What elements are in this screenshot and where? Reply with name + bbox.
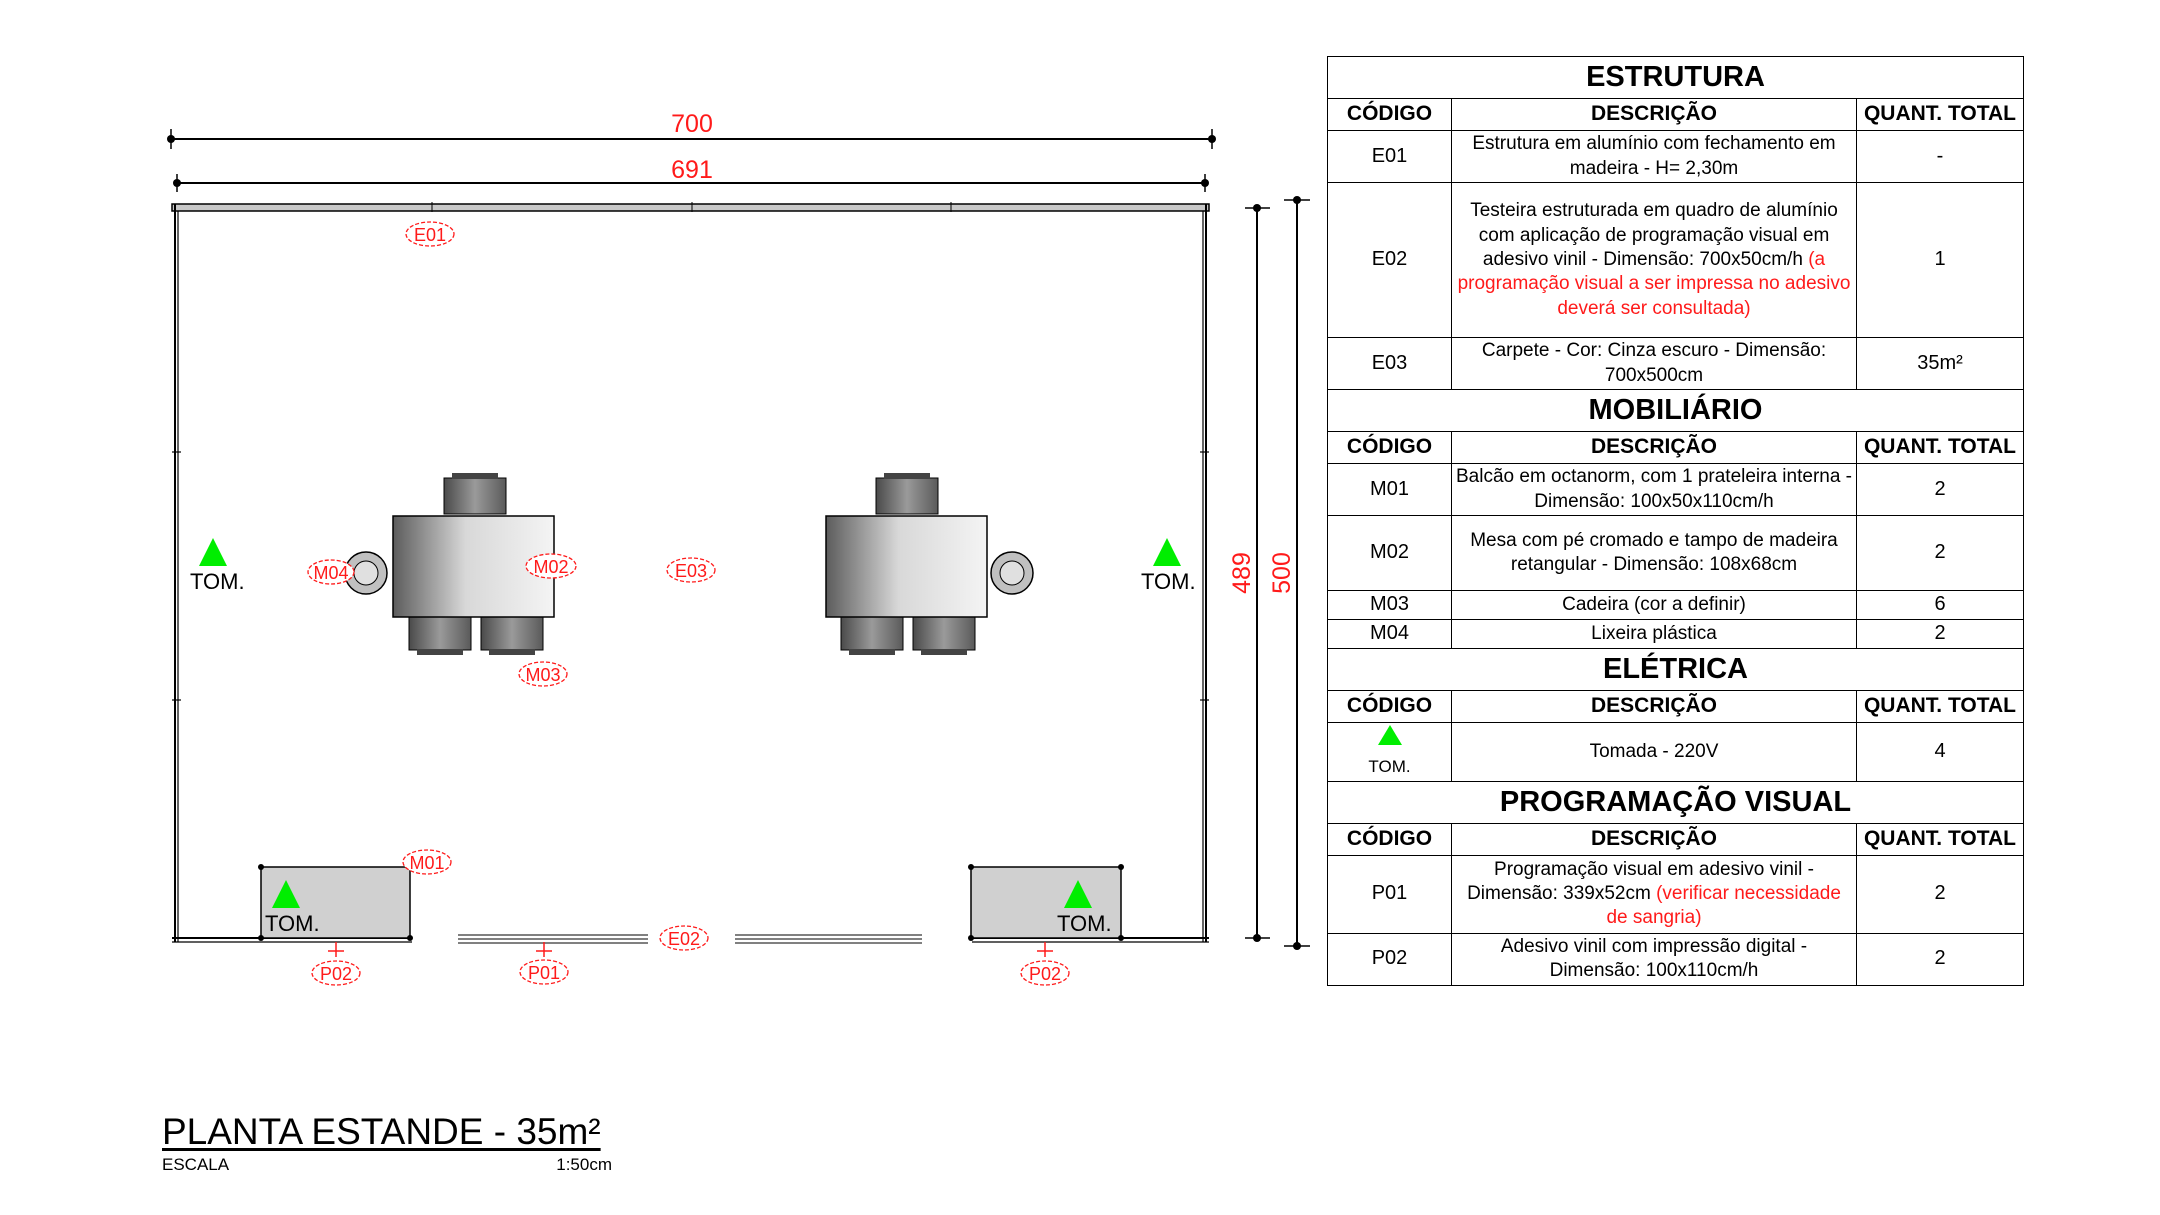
header-codigo: CÓDIGO: [1327, 98, 1452, 132]
svg-text:M02: M02: [533, 557, 568, 577]
tag-m01: M01: [402, 849, 452, 875]
dimension-500-label: 500: [1268, 552, 1296, 594]
floor-plan: 700 691 489 500: [167, 110, 1310, 986]
tag-p01: P01: [519, 942, 569, 985]
scale-value: 1:50cm: [556, 1155, 612, 1174]
svg-text:E02: E02: [668, 929, 700, 949]
svg-text:E03: E03: [675, 561, 707, 581]
svg-text:P02: P02: [1029, 964, 1061, 984]
svg-text:P01: P01: [528, 963, 560, 983]
chair-icon: [840, 613, 904, 651]
svg-text:TOM.: TOM.: [265, 911, 320, 936]
note-text: (a programação visual a ser impressa no …: [1457, 248, 1851, 319]
tag-e03: E03: [666, 557, 716, 583]
outlet-triangle-icon: [272, 880, 300, 908]
scale-label: ESCALA: [162, 1155, 230, 1174]
section-title-mobiliario: MOBILIÁRIO: [1327, 389, 2024, 433]
svg-text:M04: M04: [313, 563, 348, 583]
scale-row: ESCALA 1:50cm: [162, 1155, 612, 1175]
svg-text:E01: E01: [414, 225, 446, 245]
table-row: TOM. Tomada - 220V 4: [1327, 722, 2024, 782]
table-row: P02 Adesivo vinil com impressão digital …: [1327, 932, 2024, 986]
chair-icon: [443, 477, 507, 515]
section-title-programacao: PROGRAMAÇÃO VISUAL: [1327, 780, 2024, 824]
dimension-489-label: 489: [1228, 552, 1256, 594]
table-row: E03 Carpete - Cor: Cinza escuro - Dimens…: [1327, 337, 2024, 391]
dimension-outer-width: 700: [167, 110, 1216, 149]
table-row: E02 Testeira estruturada em quadro de al…: [1327, 182, 2024, 339]
title-block: PLANTA ESTANDE - 35m² ESCALA 1:50cm: [162, 1111, 612, 1175]
outlet-legend: TOM.: [1368, 724, 1411, 779]
tag-m02: M02: [525, 553, 577, 579]
outlet-triangle-icon: [199, 538, 227, 566]
outlet-triangle-icon: [1153, 538, 1181, 566]
table-row: P01 Programação visual em adesivo vinil …: [1327, 854, 2024, 934]
tag-e01: E01: [405, 221, 455, 247]
svg-text:M01: M01: [409, 853, 444, 873]
section-title-eletrica: ELÉTRICA: [1327, 648, 2024, 692]
dimension-inner-depth: 489: [1228, 204, 1270, 942]
tag-e02: E02: [659, 925, 709, 951]
tag-m04: M04: [307, 559, 355, 585]
header-descricao: DESCRIÇÃO: [1451, 98, 1857, 132]
counter-right: [970, 866, 1122, 939]
svg-text:TOM.: TOM.: [1141, 569, 1196, 594]
outlet-counter-left: TOM.: [265, 880, 320, 936]
table-row: E01 Estrutura em alumínio com fechamento…: [1327, 130, 2024, 184]
dimension-700-label: 700: [671, 110, 713, 138]
outlet-left-wall: TOM.: [190, 538, 245, 594]
dimension-691-label: 691: [671, 156, 713, 184]
chair-icon: [408, 613, 472, 651]
dimension-outer-depth: 500: [1268, 196, 1310, 950]
outlet-right-wall: TOM.: [1141, 538, 1196, 594]
table-row: M04 Lixeira plástica 2: [1327, 619, 2024, 650]
chair-icon: [875, 477, 939, 515]
drawing-title: PLANTA ESTANDE - 35m²: [162, 1111, 601, 1152]
outlet-triangle-icon: [1377, 725, 1402, 746]
svg-text:TOM.: TOM.: [190, 569, 245, 594]
outlet-triangle-icon: [1064, 880, 1092, 908]
note-text: (verificar necessidade de sangria): [1606, 882, 1841, 929]
header-quant-total: QUANT. TOTAL: [1856, 98, 2024, 132]
table-row: M03 Cadeira (cor a definir) 6: [1327, 590, 2024, 621]
table-set-left: [344, 473, 555, 655]
tag-p02-left: P02: [311, 942, 361, 986]
dimension-inner-width: 691: [173, 156, 1209, 192]
table-row: M02 Mesa com pé cromado e tampo de madei…: [1327, 515, 2024, 592]
specification-table: ESTRUTURA CÓDIGO DESCRIÇÃO QUANT. TOTAL …: [1327, 55, 2024, 986]
chair-icon: [912, 613, 976, 651]
chair-icon: [480, 613, 544, 651]
svg-text:P02: P02: [320, 964, 352, 984]
tag-p02-right: P02: [1020, 942, 1070, 986]
table-set-right: [825, 473, 1034, 655]
outlet-counter-right: TOM.: [1057, 880, 1112, 936]
table-row: M01 Balcão em octanorm, com 1 prateleira…: [1327, 463, 2024, 517]
section-title-estrutura: ESTRUTURA: [1327, 55, 2024, 100]
svg-text:M03: M03: [525, 665, 560, 685]
table-icon: [825, 515, 988, 618]
svg-text:TOM.: TOM.: [1057, 911, 1112, 936]
tag-m03: M03: [518, 661, 568, 687]
